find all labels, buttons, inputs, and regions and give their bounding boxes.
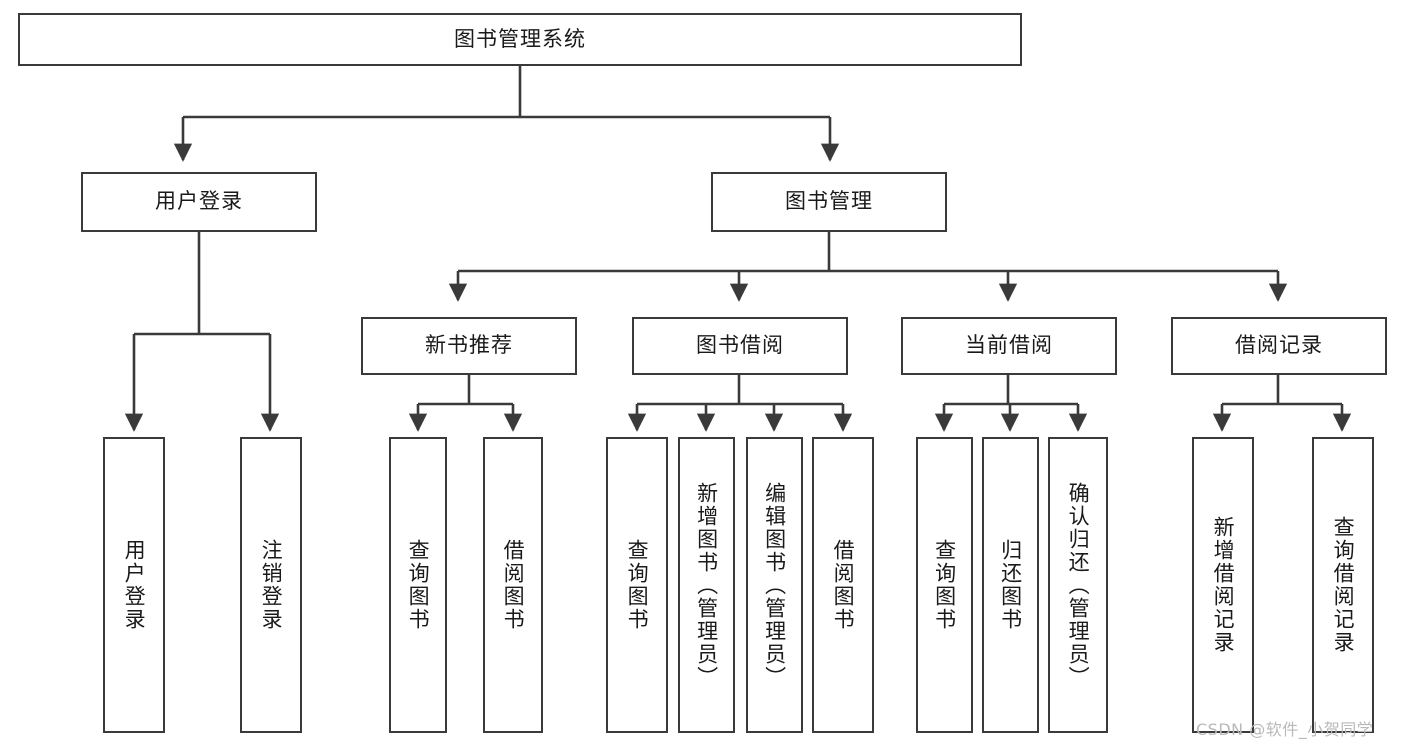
leaf-query-borrow-record[interactable]: 查询借阅记录 <box>1312 437 1374 733</box>
node-book-borrow[interactable]: 图书借阅 <box>632 317 848 375</box>
node-label: 新增图书（管理员） <box>694 481 719 689</box>
node-label: 注销登录 <box>259 539 284 631</box>
node-label: 查询图书 <box>625 539 650 631</box>
leaf-add-borrow-record[interactable]: 新增借阅记录 <box>1192 437 1254 733</box>
node-label: 新增借阅记录 <box>1211 516 1236 654</box>
node-book-management[interactable]: 图书管理 <box>711 172 947 232</box>
leaf-query-book-borrow[interactable]: 查询图书 <box>606 437 668 733</box>
node-user-login[interactable]: 用户登录 <box>81 172 317 232</box>
node-label: 归还图书 <box>998 539 1023 631</box>
node-label: 图书借阅 <box>696 333 784 358</box>
node-label: 新书推荐 <box>425 333 513 358</box>
leaf-return-book[interactable]: 归还图书 <box>982 437 1039 733</box>
leaf-borrow-book[interactable]: 借阅图书 <box>812 437 874 733</box>
node-label: 借阅记录 <box>1235 333 1323 358</box>
node-label: 确认归还（管理员） <box>1066 481 1091 689</box>
node-new-book-recommend[interactable]: 新书推荐 <box>361 317 577 375</box>
node-label: 查询图书 <box>406 539 431 631</box>
leaf-confirm-return-admin[interactable]: 确认归还（管理员） <box>1048 437 1108 733</box>
node-label: 查询图书 <box>932 539 957 631</box>
node-borrow-record[interactable]: 借阅记录 <box>1171 317 1387 375</box>
node-label: 图书管理系统 <box>454 26 586 51</box>
leaf-logout[interactable]: 注销登录 <box>240 437 302 733</box>
node-label: 用户登录 <box>155 189 243 214</box>
node-label: 图书管理 <box>785 189 873 214</box>
leaf-borrow-book-recommend[interactable]: 借阅图书 <box>483 437 543 733</box>
leaf-query-book-recommend[interactable]: 查询图书 <box>389 437 447 733</box>
node-label: 用户登录 <box>122 539 147 631</box>
node-root-book-management-system[interactable]: 图书管理系统 <box>18 13 1022 66</box>
leaf-add-book-admin[interactable]: 新增图书（管理员） <box>678 437 735 733</box>
leaf-query-book-current[interactable]: 查询图书 <box>916 437 973 733</box>
node-label: 借阅图书 <box>501 539 526 631</box>
node-current-borrow[interactable]: 当前借阅 <box>901 317 1117 375</box>
node-label: 编辑图书（管理员） <box>762 481 787 689</box>
leaf-edit-book-admin[interactable]: 编辑图书（管理员） <box>746 437 803 733</box>
node-label: 借阅图书 <box>831 539 856 631</box>
node-label: 当前借阅 <box>965 333 1053 358</box>
node-label: 查询借阅记录 <box>1331 516 1356 654</box>
leaf-user-login[interactable]: 用户登录 <box>103 437 165 733</box>
